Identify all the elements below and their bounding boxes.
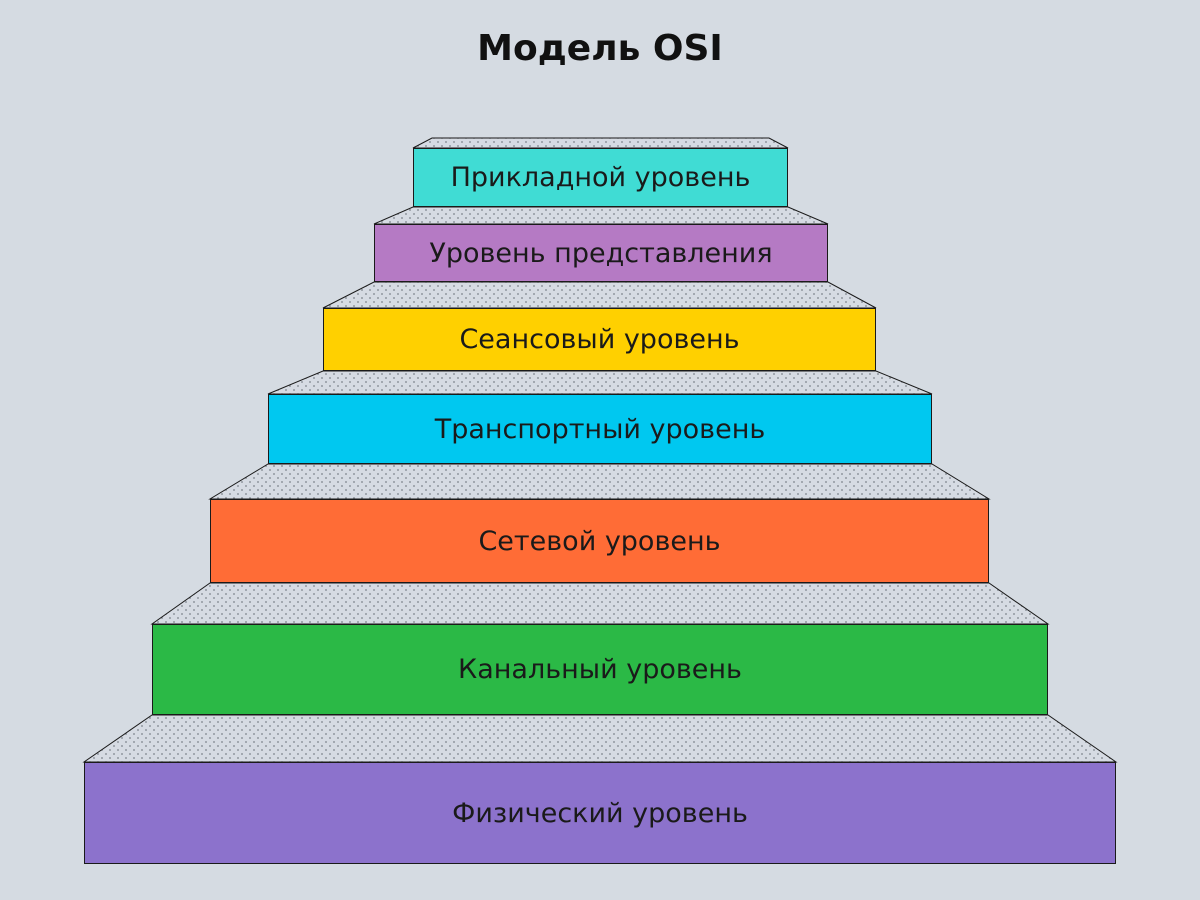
layer-network: Сетевой уровень: [210, 499, 989, 583]
layer-physical-label: Физический уровень: [452, 797, 748, 829]
layer-datalink-label: Канальный уровень: [458, 654, 742, 685]
tread-0: [412, 137, 789, 149]
tread-4: [208, 463, 991, 500]
layer-datalink: Канальный уровень: [152, 624, 1048, 715]
tread-5: [150, 582, 1050, 625]
layer-transport: Транспортный уровень: [268, 394, 932, 464]
layer-presentation-label: Уровень представления: [429, 237, 773, 269]
layer-physical: Физический уровень: [84, 762, 1116, 864]
layer-session-label: Сеансовый уровень: [459, 324, 740, 355]
layer-network-label: Сетевой уровень: [478, 525, 721, 557]
layer-presentation: Уровень представления: [374, 224, 828, 282]
tread-3: [267, 370, 933, 395]
tread-6: [82, 714, 1118, 763]
layer-transport-label: Транспортный уровень: [434, 413, 766, 445]
layer-application-label: Прикладной уровень: [450, 162, 751, 193]
diagram-title: Модель OSI: [477, 28, 723, 69]
tread-2: [322, 281, 877, 309]
tread-1: [373, 206, 829, 225]
layer-session: Сеансовый уровень: [323, 308, 876, 371]
layer-application: Прикладной уровень: [413, 148, 788, 207]
